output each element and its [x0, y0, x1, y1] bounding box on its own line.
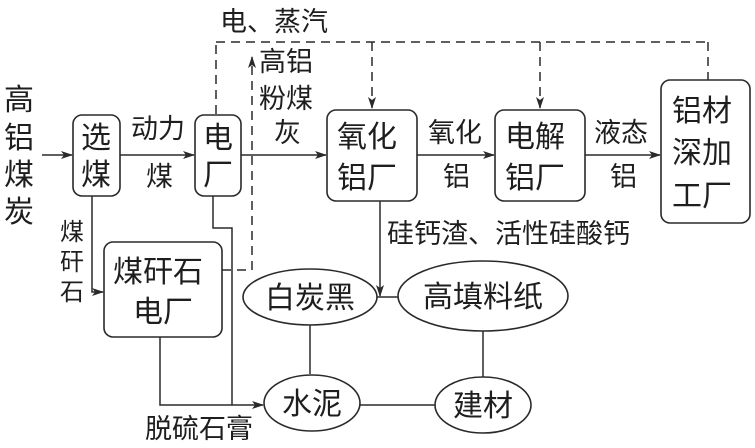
node-alumina-plant[interactable]: 氧化 铝厂: [326, 109, 418, 202]
label-gangue-char: 煤: [60, 218, 84, 246]
node-box: [494, 109, 586, 202]
arrow-washing-to-gangue-plant: [91, 196, 104, 296]
node-high-filler-paper[interactable]: 高填料纸: [397, 260, 569, 332]
node-label-line: 深加: [672, 136, 732, 171]
node-ellipse: [397, 260, 569, 332]
node-ellipse: [434, 376, 532, 434]
node-label-line: 铝厂: [337, 161, 397, 196]
label-gangue-char: 石: [60, 278, 84, 306]
node-label: 建材: [453, 389, 513, 424]
input-char: 铝: [4, 121, 34, 156]
node-box: [194, 114, 242, 197]
node-label-line: 厂: [203, 158, 233, 193]
node-label: 水泥: [282, 387, 342, 422]
label-gangue-char: 矸: [60, 248, 84, 276]
node-label: 高填料纸: [423, 280, 543, 315]
node-label: 白炭黑: [265, 281, 355, 316]
label-alumina-top: 氧化: [428, 118, 482, 149]
input-label: 高 铝 煤 炭: [4, 83, 34, 230]
node-box: [660, 79, 751, 224]
label-gypsum: 脱硫石膏: [145, 414, 253, 445]
label-fly-ash-line: 灰: [274, 118, 301, 149]
electricity-steam-network: [215, 41, 709, 271]
node-electrolytic-plant[interactable]: 电解 铝厂: [494, 109, 586, 202]
label-slag: 硅钙渣、活性硅酸钙: [387, 219, 630, 250]
arrow-gypsum-to-cement: [159, 337, 264, 409]
node-box: [72, 114, 121, 197]
node-label-line: 氧化: [337, 120, 397, 155]
node-label-line: 电: [203, 121, 233, 156]
node-label-line: 铝材: [672, 94, 732, 129]
node-label-line: 铝厂: [505, 161, 565, 196]
node-processing-plant[interactable]: 铝材 深加 工厂: [660, 79, 751, 224]
label-alumina-bottom: 铝: [443, 162, 470, 193]
main-flow-lines: [42, 151, 661, 409]
node-label-line: 煤矸石: [113, 255, 203, 290]
node-label-line: 电厂: [133, 295, 193, 330]
node-white-carbon-black[interactable]: 白炭黑: [242, 268, 378, 326]
input-char: 高: [4, 83, 34, 118]
line-power-plant-down: [212, 196, 233, 405]
node-label-line: 工厂: [672, 179, 732, 214]
label-fly-ash-line: 高铝: [259, 47, 313, 78]
input-char: 煤: [4, 158, 34, 193]
node-ellipse: [263, 374, 361, 432]
node-box: [103, 241, 223, 338]
node-coal-washing[interactable]: 选 煤: [72, 114, 121, 197]
node-box: [326, 109, 418, 202]
node-cement[interactable]: 水泥: [263, 374, 361, 432]
label-liquid-al-top: 液态: [594, 118, 648, 149]
node-ellipse: [242, 268, 378, 326]
node-gangue-power-plant[interactable]: 煤矸石 电厂: [103, 241, 223, 338]
label-power-coal-top: 动力: [131, 114, 185, 145]
node-building-materials[interactable]: 建材: [434, 376, 532, 434]
label-electricity-steam: 电、蒸汽: [220, 7, 328, 38]
label-fly-ash-line: 粉煤: [259, 84, 313, 115]
input-char: 炭: [4, 195, 34, 230]
node-power-plant[interactable]: 电 厂: [194, 114, 242, 197]
node-label-line: 选: [81, 121, 111, 156]
label-power-coal-bottom: 煤: [146, 162, 173, 193]
node-label-line: 电解: [505, 120, 565, 155]
label-liquid-al-bottom: 铝: [610, 162, 637, 193]
node-label-line: 煤: [81, 158, 111, 193]
